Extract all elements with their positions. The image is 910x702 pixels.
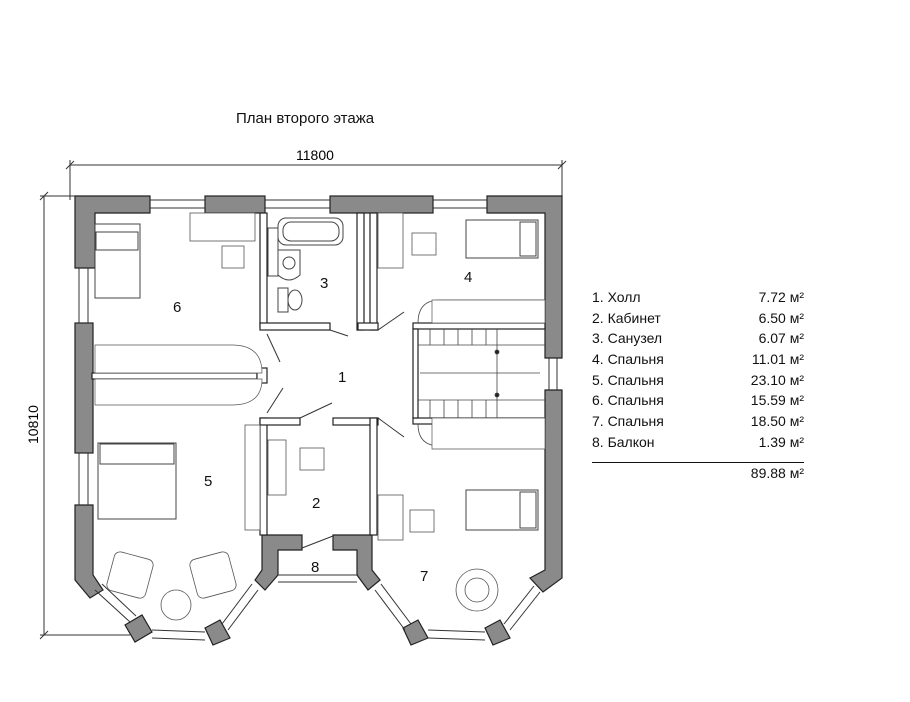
legend-total-area: 89.88 м² <box>750 464 804 481</box>
legend-row: 5. Спальня 23.10 м² <box>592 370 804 391</box>
room-number-7: 7 <box>420 568 428 585</box>
beds <box>94 219 539 531</box>
legend-row: 7. Спальня 18.50 м² <box>592 411 804 432</box>
legend-row: 6. Спальня 15.59 м² <box>592 390 804 411</box>
legend-room-area: 6.50 м² <box>758 309 804 326</box>
legend-room-name: 5. Спальня <box>592 371 664 388</box>
dimension-width: 11800 <box>296 147 334 163</box>
room-number-1: 1 <box>338 369 346 386</box>
windows <box>78 199 558 641</box>
room-number-5: 5 <box>204 473 212 490</box>
legend-room-area: 1.39 м² <box>758 433 804 450</box>
legend-room-area: 23.10 м² <box>750 371 804 388</box>
stairs <box>417 299 545 447</box>
legend-room-name: 8. Балкон <box>592 433 655 450</box>
legend-room-name: 7. Спальня <box>592 413 664 430</box>
area-legend: 1. Холл 7.72 м² 2. Кабинет 6.50 м² 3. Са… <box>592 287 804 481</box>
plan-title: План второго этажа <box>236 110 375 127</box>
room-number-3: 3 <box>320 275 328 292</box>
doors <box>266 311 405 549</box>
furniture <box>106 212 499 621</box>
dimension-height: 10810 <box>25 405 41 444</box>
room-number-6: 6 <box>173 299 181 316</box>
legend-room-area: 11.01 м² <box>751 351 804 368</box>
room-number-4: 4 <box>464 269 472 286</box>
dimension-lines <box>39 160 567 640</box>
legend-room-area: 15.59 м² <box>750 392 804 409</box>
legend-room-name: 4. Спальня <box>592 351 664 368</box>
legend-row: 8. Балкон 1.39 м² <box>592 432 804 453</box>
legend-room-name: 1. Холл <box>592 289 641 305</box>
legend-room-area: 6.07 м² <box>758 330 804 347</box>
bathroom-fixtures <box>267 217 344 313</box>
legend-room-area: 7.72 м² <box>758 289 804 305</box>
legend-row: 2. Кабинет 6.50 м² <box>592 308 804 329</box>
legend-room-name: 3. Санузел <box>592 330 663 347</box>
wardrobes <box>94 299 546 450</box>
legend-room-name: 6. Спальня <box>592 392 664 409</box>
room-number-8: 8 <box>311 559 319 576</box>
room-number-2: 2 <box>312 495 320 512</box>
legend-row: 1. Холл 7.72 м² <box>592 287 804 308</box>
legend-room-area: 18.50 м² <box>750 413 804 430</box>
room-numbers: 1 2 3 4 5 6 7 8 <box>173 269 472 585</box>
exterior-walls <box>74 195 563 646</box>
legend-room-name: 2. Кабинет <box>592 309 661 326</box>
legend-divider <box>592 461 804 463</box>
legend-row: 3. Санузел 6.07 м² <box>592 328 804 349</box>
legend-row: 4. Спальня 11.01 м² <box>592 349 804 370</box>
